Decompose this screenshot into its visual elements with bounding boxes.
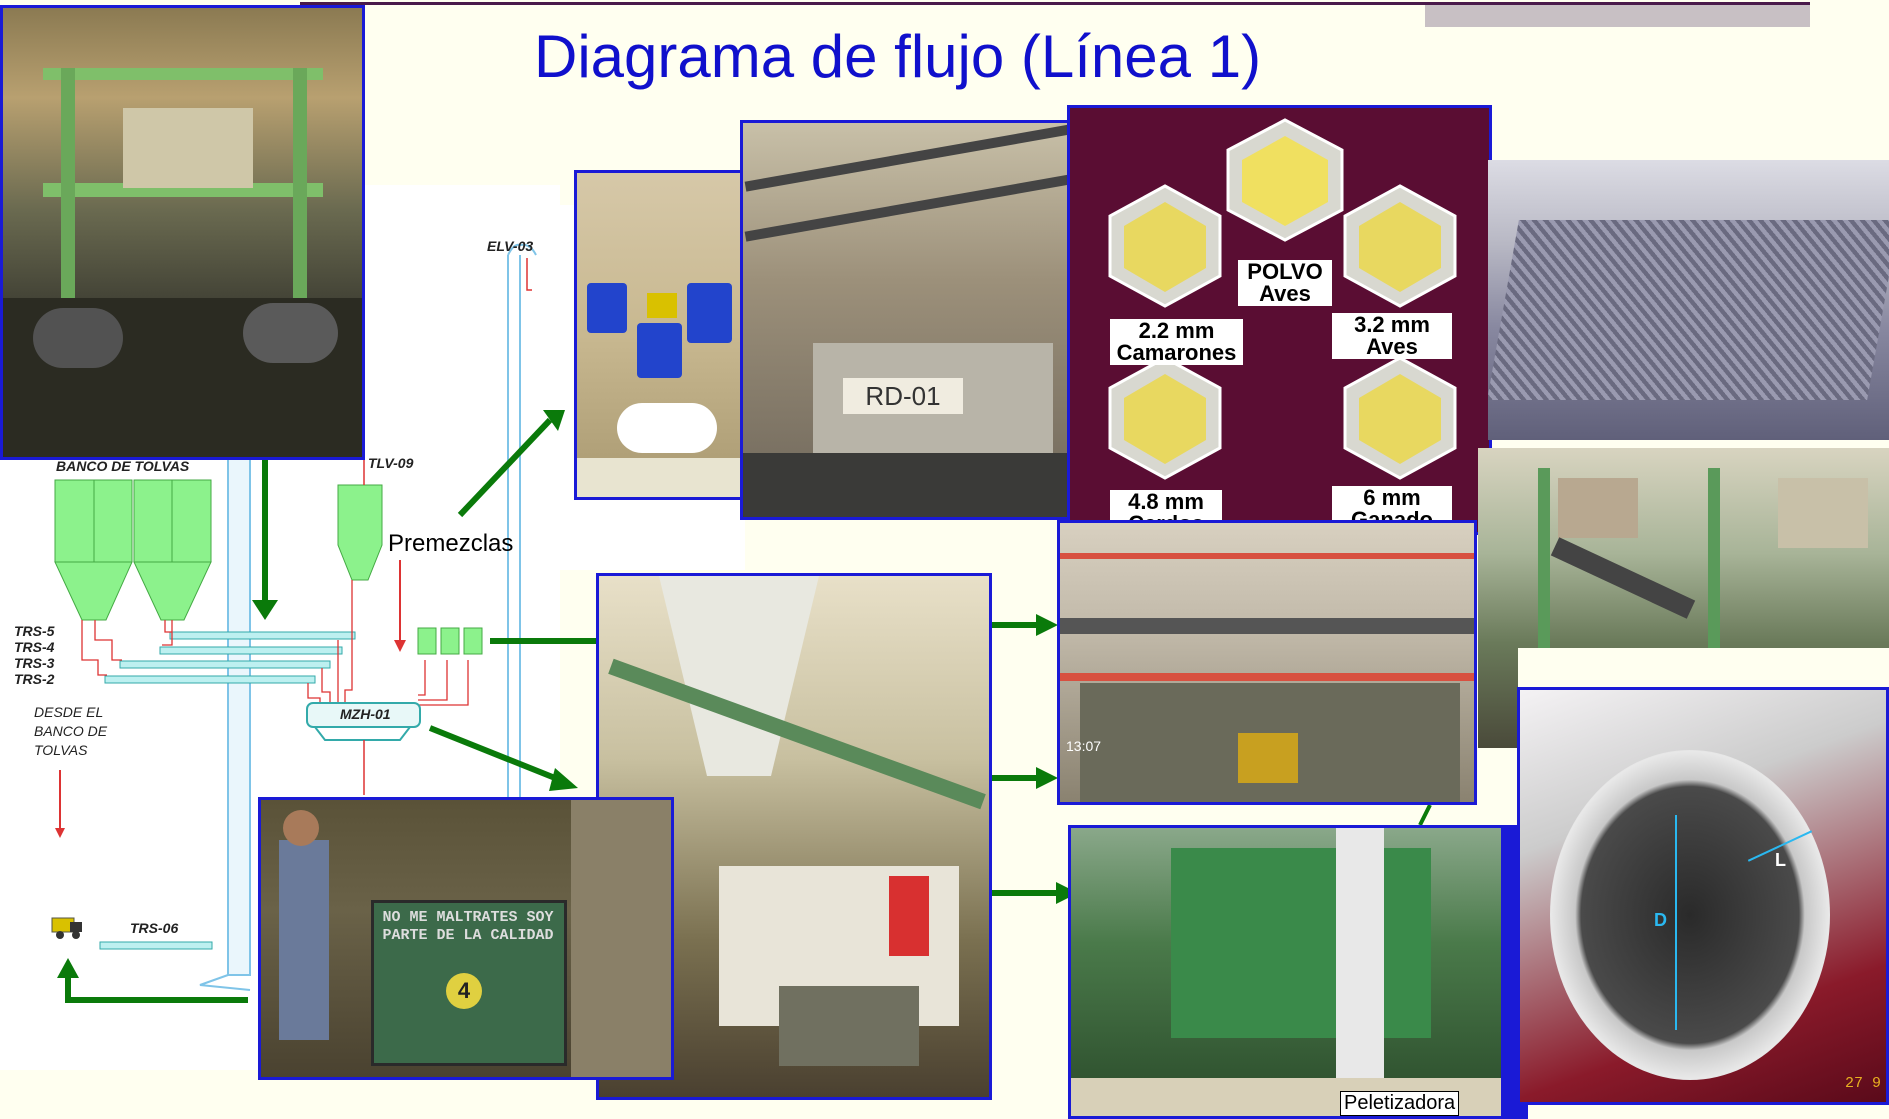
photo-conditioner: 13:07 (1057, 520, 1477, 805)
label-trs-3: TRS-3 (14, 655, 55, 671)
photo-rd-01: RD-01 (740, 120, 1070, 520)
top-grey-box (1425, 5, 1810, 27)
label-premezclas: Premezclas (388, 530, 514, 557)
trs-conveyors (104, 631, 356, 684)
label-trs-2: TRS-2 (14, 671, 55, 687)
photo-timestamp: 13:07 (1066, 738, 1102, 754)
die-label-l: L (1775, 850, 1786, 870)
photo-worker-cart: NO ME MALTRATES SOY PARTE DE LA CALIDAD … (258, 797, 674, 1080)
peletizadora-label: Peletizadora (1340, 1091, 1460, 1116)
label-elv-03: ELV-03 (487, 238, 534, 254)
hopper-1 (54, 479, 133, 621)
die-label-d: D (1654, 910, 1667, 930)
cart-number: 4 (446, 973, 482, 1009)
photo-sieve (1488, 160, 1889, 440)
photo-ring-die: D L 27 9 (1517, 687, 1889, 1105)
label-trs-06: TRS-06 (130, 920, 179, 936)
label-mzh-01: MZH-01 (340, 706, 391, 722)
panel-cream-rect (1518, 648, 1889, 688)
label-desde-banco: DESDE EL BANCO DE TOLVAS (34, 704, 108, 758)
label-tlv-09: TLV-09 (368, 455, 414, 471)
top-rule (300, 2, 1810, 5)
cart-sign: NO ME MALTRATES SOY PARTE DE LA CALIDAD (382, 909, 554, 944)
rd-01-sign: RD-01 (843, 378, 963, 414)
label-trs-5: TRS-5 (14, 623, 55, 639)
slide-title: Diagrama de flujo (Línea 1) (534, 23, 1262, 90)
label-trs-4: TRS-4 (14, 639, 55, 655)
photo-premezclas-room (574, 170, 754, 500)
hopper-2 (133, 479, 212, 621)
label-banco-tolvas: BANCO DE TOLVAS (56, 458, 190, 474)
die-stamp: 27 9 (1845, 1075, 1882, 1092)
pellet-hexagons (1108, 118, 1457, 480)
photo-pelletizer: Peletizadora (1068, 825, 1528, 1119)
photo-banco-tolvas (0, 5, 365, 460)
